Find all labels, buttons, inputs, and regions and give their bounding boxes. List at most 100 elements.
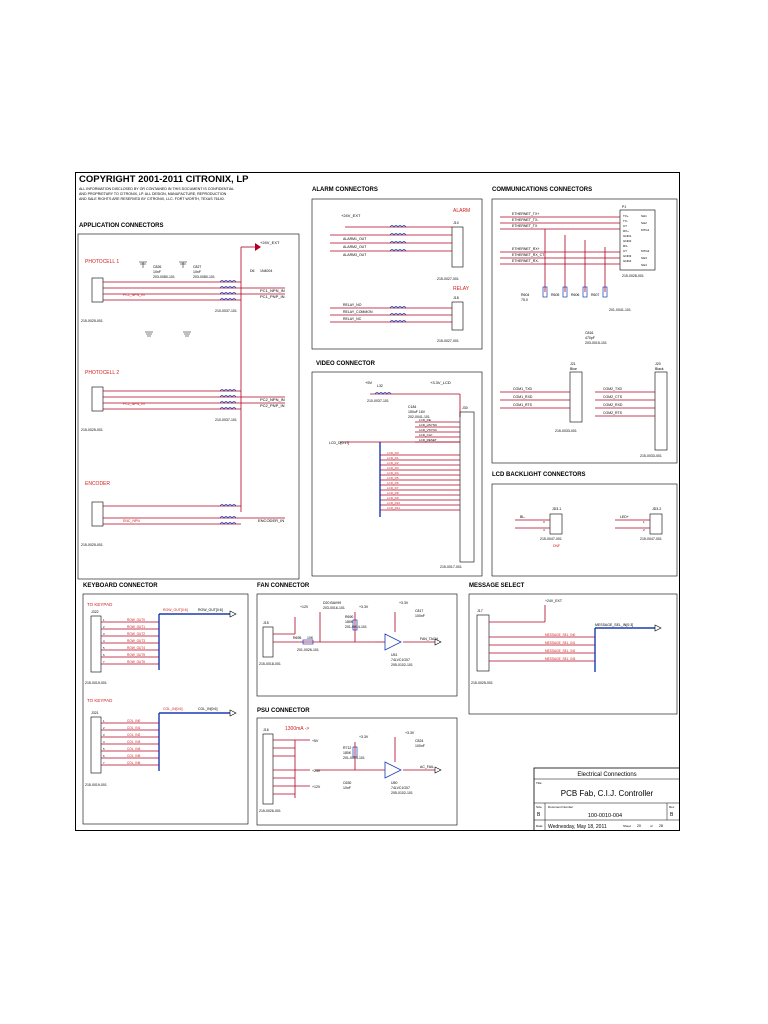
video-3v3: +3.3V_LCD [430,380,451,385]
p1-pin-2: TX- [623,219,628,223]
j20-ref: J20 [655,362,661,366]
psu-buffer-u50 [384,761,402,779]
eth-tx: ETHERNET_TX [512,224,538,228]
photocell2-pn: 215-0025-001 [81,428,103,432]
video-net-5: LCD_D5 [387,476,399,480]
r607: R607 [591,293,599,297]
fan-3v3-b: +3.3V [399,601,409,605]
j20-color: Black [655,367,664,371]
video-net-2: LCD_D2 [387,461,399,465]
relay-net-common: RELAY_COMMON [343,310,373,314]
keyboard-connector-title: KEYBOARD CONNECTOR [83,583,158,589]
col-net-6: COL_IN6 [127,761,141,765]
row-pin-0: 1 [103,618,105,622]
c816: C816 [585,331,593,335]
sheet-total: 28 [659,824,663,828]
row-net-6: ROW_OUT6 [127,660,145,664]
encoder-connector [91,501,104,527]
c184-val: 150uF 16V [408,410,426,414]
video-net-0: LCD_D0 [387,451,399,455]
keyboard-frame [82,593,249,825]
p1-pin-8: CT [623,249,627,253]
p1-pin-4: RX+ [623,229,629,233]
video-ctrl-net-3: LCD_CLK [419,433,433,437]
video-net-7: LCD_D7 [387,486,399,490]
photocell2-label: PHOTOCELL 2 [85,370,119,376]
r712-pn: 201-0014-101 [343,756,365,760]
col-net-3: COL_IN3 [127,740,141,744]
application-connectors-title: APPLICATION CONNECTORS [79,223,163,229]
col-net-4: COL_IN4 [127,747,141,751]
ac-fail-port [434,766,442,774]
j30-pn: 215-0017-001 [440,565,462,569]
r604: R604 [521,293,529,297]
l32-ref: L32 [377,384,383,388]
row-bus-label: ROW_OUT[0:6] [163,608,188,612]
lcd-backlight-title: LCD BACKLIGHT CONNECTORS [492,472,586,478]
col-lines: COL_IN01COL_IN12COL_IN23COL_IN34COL_IN45… [101,719,159,766]
message-lines: MESSAGE_SEL_IN0MESSAGE_SEL_IN1MESSAGE_SE… [489,633,595,662]
pc1-cap2-val: 10nF [193,270,201,274]
pc1-ferrite-pn: 210-0037-101 [215,309,237,313]
document-number: 100-0010-004 [588,813,622,819]
u50-ref: U50 [391,781,397,785]
board-title: PCB Fab, C.I.J. Controller [561,789,654,798]
row-pin-1: 2 [103,625,105,629]
c184-ref: C184 [408,405,416,409]
ferrite-beads-pc2 [219,389,237,410]
video-ctrl-net-0: LCD_DE [419,418,431,422]
application-schematic: +24V_EXT D6 1N4004 PHOTOCELL 1 215-0025-… [81,240,285,547]
sheet-title: Electrical Connections [577,772,636,778]
col-pin-2: 3 [103,733,105,737]
video-ctrl-net-4: LCD_RESET [419,438,437,442]
video-connector-j30 [459,411,475,563]
vext-label: +24V_EXT [260,240,280,245]
p1-sh-3: MTG1 [641,228,650,232]
com1-txd: COM1_TXD [513,387,533,391]
pc2-signal: PC2_NPN_IN [123,402,145,406]
row-lines: ROW_OUT01ROW_OUT12ROW_OUT23ROW_OUT34ROW_… [101,618,159,665]
c184-pn: 202-0041-101 [408,415,430,419]
copyright-line-1: ALL INFORMATION DISCLOSED BY OR CONTAINE… [79,187,234,191]
encoder-label: ENCODER [85,481,110,487]
r695-ref: R695 [293,636,301,640]
row-net-1: ROW_OUT1 [127,625,145,629]
jd3-1-ref: JD3-1 [552,507,561,511]
schematic-canvas: COPYRIGHT 2001-2011 CITRONIX, LP ALL INF… [75,172,681,832]
p1-sh-6: SH4 [641,263,647,267]
psu-frame [256,717,458,826]
pc1-pnp-net: PC1_PNP_IN [260,294,285,299]
keypad-col-connector [90,716,102,774]
jd3-1-pn: 215-0047-001 [540,537,562,541]
c817-ref: C817 [415,609,423,613]
fan-12v: +12V [300,605,309,609]
video-bus-label: LCD_D[0:17] [329,441,349,445]
ferrite-beads-pc1 [219,280,237,301]
video-frame [311,371,483,577]
rev-label: Rev [669,805,675,809]
encoder-pn: 215-0025-001 [81,543,103,547]
j15-ref: J15 [263,621,269,625]
psu-r712 [352,746,358,758]
row-bus-out: ROW_OUT[0:6] [198,608,223,612]
com2-connector-j20 [654,371,668,451]
p1-sh-4: MTG2 [641,249,650,253]
j16-pn: 215-0026-001 [259,809,281,813]
psu-12v: +12V [312,785,321,789]
row-pin-5: 6 [103,653,105,657]
com2-rxd: COM2_RXD [603,403,623,407]
relay-label: RELAY [453,286,470,292]
col-net-2: COL_IN2 [127,733,141,737]
message-bus-port [654,624,662,632]
copyright-line-3: AND SALE RIGHTS ARE RESERVED BY CITRONIX… [79,197,225,201]
backlight-frame [491,483,678,577]
col-pin-1: 2 [103,726,105,730]
p1-pin-9: GND3 [623,254,632,258]
pc1-cap2-pn: 203-0080-101 [193,275,215,279]
date-value: Wednesday, May 18, 2011 [548,824,607,830]
size-value: B [537,812,541,818]
pc1-cap1-pn: 203-0080-101 [153,275,175,279]
fan-r695 [302,639,314,645]
video-ctrl-net-2: LCD_VSYNC [419,428,438,432]
encoder-net: ENCODER_IN [258,518,284,523]
